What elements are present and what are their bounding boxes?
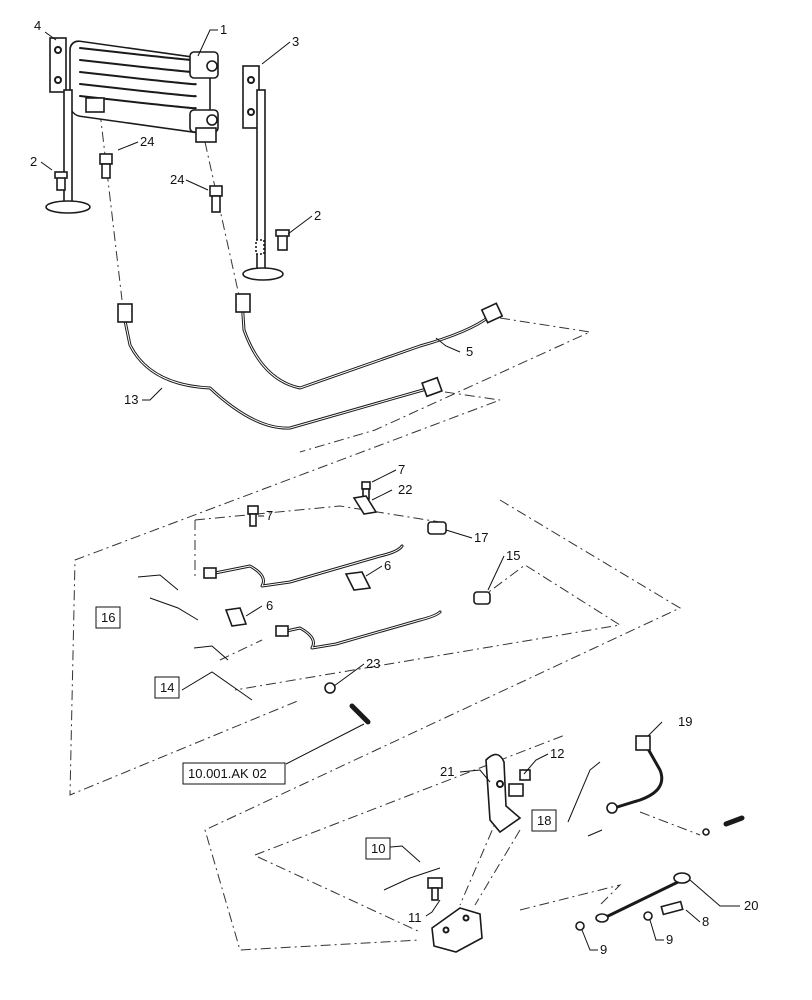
callout-15: 15 bbox=[506, 548, 520, 563]
block-assembly bbox=[431, 907, 483, 953]
fitting-17 bbox=[427, 521, 447, 535]
callout-7: 7 bbox=[266, 508, 273, 523]
callout-labels: 1 2 2 3 4 5 6 6 7 7 8 9 9 11 12 13 15 17… bbox=[30, 18, 758, 957]
callout-6: 6 bbox=[266, 598, 273, 613]
line-19 bbox=[606, 735, 664, 814]
fitting-15 bbox=[473, 591, 491, 605]
callout-22: 22 bbox=[398, 482, 412, 497]
bolt-2-right bbox=[255, 229, 290, 255]
bolt-11 bbox=[427, 877, 443, 901]
callout-9: 9 bbox=[666, 932, 673, 947]
callout-11: 11 bbox=[408, 910, 422, 925]
callout-19: 19 bbox=[678, 714, 692, 729]
callout-21: 21 bbox=[440, 764, 454, 779]
callout-4: 4 bbox=[34, 18, 41, 33]
callout-14: 14 bbox=[160, 680, 174, 695]
callout-8: 8 bbox=[702, 914, 709, 929]
tube-14 bbox=[275, 610, 442, 650]
callout-24: 24 bbox=[140, 134, 154, 149]
callout-20: 20 bbox=[744, 898, 758, 913]
clamp-6-upper bbox=[344, 571, 372, 591]
callout-2: 2 bbox=[314, 208, 321, 223]
oil-cooler bbox=[69, 40, 219, 143]
rod-20 bbox=[595, 872, 691, 923]
bolt-7-left bbox=[247, 505, 259, 527]
right-support-bracket bbox=[242, 65, 284, 281]
connection-lines bbox=[69, 111, 701, 951]
callout-12: 12 bbox=[550, 746, 564, 761]
fitting-24-right bbox=[209, 185, 223, 213]
callout-10: 10 bbox=[371, 841, 385, 856]
bolt-right bbox=[702, 815, 745, 836]
callout-3: 3 bbox=[292, 34, 299, 49]
leader-lines bbox=[40, 29, 740, 951]
callout-13: 13 bbox=[124, 392, 138, 407]
callout-5: 5 bbox=[466, 344, 473, 359]
clamp-6-lower bbox=[224, 607, 248, 627]
left-support-bracket bbox=[45, 37, 91, 214]
callout-16: 16 bbox=[101, 610, 115, 625]
callout-2: 2 bbox=[30, 154, 37, 169]
callout-1: 1 bbox=[220, 22, 227, 37]
bolt-2-left bbox=[54, 171, 68, 191]
fitting-23 bbox=[324, 682, 371, 725]
callout-6: 6 bbox=[384, 558, 391, 573]
tube-5 bbox=[235, 293, 504, 390]
callout-9: 9 bbox=[600, 942, 607, 957]
tube-13 bbox=[117, 303, 443, 430]
callout-23: 23 bbox=[366, 656, 380, 671]
callout-17: 17 bbox=[474, 530, 488, 545]
callout-7: 7 bbox=[398, 462, 405, 477]
callout-18: 18 bbox=[537, 813, 551, 828]
washers-9-bolt-8 bbox=[575, 900, 684, 931]
clip-22 bbox=[352, 495, 378, 515]
bracket-21 bbox=[485, 753, 522, 834]
tube-16 bbox=[203, 544, 404, 588]
reference-link[interactable]: 10.001.AK 02 bbox=[188, 766, 267, 781]
fitting-12 bbox=[508, 769, 531, 797]
fitting-24-left bbox=[99, 153, 113, 179]
callout-24: 24 bbox=[170, 172, 184, 187]
